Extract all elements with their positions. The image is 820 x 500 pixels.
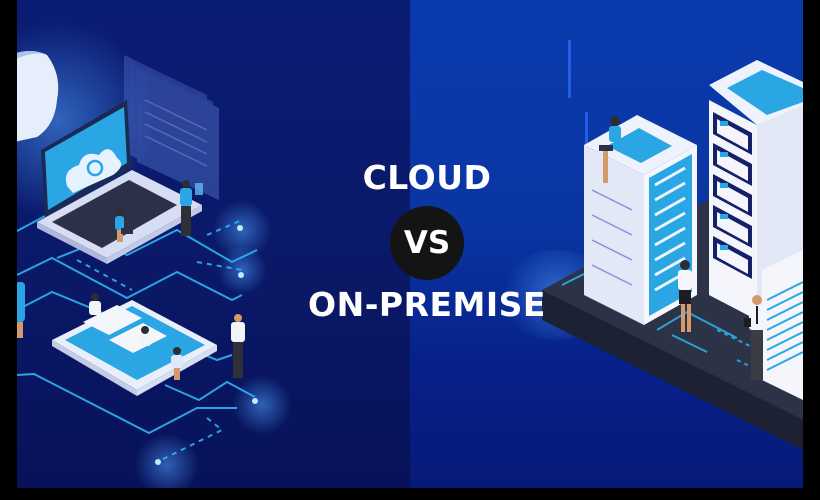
person-icon (599, 116, 621, 183)
person-icon (678, 260, 692, 332)
glow-effect (232, 375, 292, 435)
desk-icon (83, 305, 167, 353)
cloud-sync-icon (65, 149, 122, 193)
person-icon (89, 293, 183, 380)
hologram-screens-icon (124, 55, 219, 200)
person-icon (744, 295, 765, 380)
glow-effect (217, 245, 267, 295)
versus-label: VS (403, 225, 451, 261)
cloud-illustration (17, 51, 258, 465)
person-icon (17, 282, 25, 338)
banner-canvas: CLOUD VS ON-PREMISE (17, 0, 803, 488)
person-icon (115, 208, 133, 242)
person-icon (180, 180, 203, 236)
versus-badge: VS (390, 206, 464, 280)
glow-effect (132, 435, 202, 488)
person-icon (231, 314, 245, 378)
on-premise-illustration (542, 40, 803, 450)
cloud-icon (17, 51, 59, 142)
headline-cloud: CLOUD (362, 158, 492, 197)
headline-on-premise: ON-PREMISE (308, 285, 546, 324)
